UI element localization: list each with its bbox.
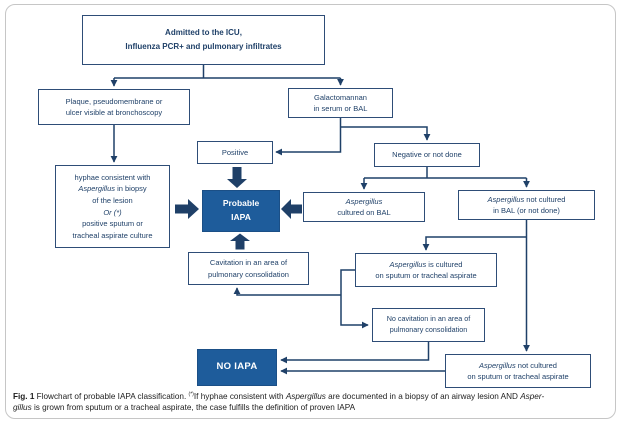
node-text-line: of the lesion bbox=[92, 195, 133, 205]
figure-frame bbox=[5, 4, 616, 419]
node-text-italic: Aspergillus bbox=[78, 184, 115, 194]
node-text-italic: Aspergillus bbox=[389, 259, 427, 269]
node-text-rest: is cultured bbox=[426, 259, 463, 269]
figure-caption: Fig. 1 Flowchart of probable IAPA classi… bbox=[13, 391, 613, 414]
node-no-cavitation: No cavitation in an area of pulmonary co… bbox=[372, 308, 485, 342]
node-text-line: pulmonary consolidation bbox=[389, 325, 468, 334]
caption-italic: Asper- bbox=[520, 392, 545, 401]
node-aspergillus-cultured-sputum: Aspergillus is cultured on sputum or tra… bbox=[355, 253, 497, 287]
node-admitted-icu: Admitted to the ICU, Influenza PCR+ and … bbox=[82, 15, 325, 65]
node-aspergillus-not-cultured-bal: Aspergillus not cultured in BAL (or not … bbox=[458, 190, 595, 220]
node-hyphae-biopsy: hyphae consistent with Aspergillus in bi… bbox=[55, 165, 170, 248]
node-text-line: IAPA bbox=[231, 212, 251, 222]
node-text-line: Galactomannan bbox=[314, 92, 367, 102]
node-text-line: Cavitation in an area of bbox=[209, 258, 288, 268]
node-no-iapa: NO IAPA bbox=[197, 349, 277, 386]
node-probable-iapa: Probable IAPA bbox=[202, 190, 280, 232]
node-text-line: Aspergillus not cultured bbox=[479, 360, 557, 371]
node-text-line: ulcer visible at bronchoscopy bbox=[65, 108, 163, 117]
node-aspergillus-cultured-bal: Aspergillus cultured on BAL bbox=[303, 192, 425, 222]
node-text-line: Or (*) bbox=[103, 207, 121, 219]
caption-text: are documented in a biopsy of an airway … bbox=[325, 392, 521, 401]
node-aspergillus-not-cultured-sputum: Aspergillus not cultured on sputum or tr… bbox=[445, 354, 591, 388]
node-text-line: tracheal aspirate culture bbox=[72, 230, 153, 240]
node-text-line: Plaque, pseudomembrane or bbox=[65, 96, 163, 106]
caption-text: If hyphae consistent with bbox=[193, 392, 286, 401]
node-text-line: Aspergillus is cultured bbox=[390, 259, 463, 270]
node-text-line: No cavitation in an area of bbox=[386, 314, 471, 324]
node-text-line: positive sputum or bbox=[82, 219, 143, 229]
node-text-rest: not cultured bbox=[524, 194, 566, 204]
node-text-line: on sputum or tracheal aspirate bbox=[375, 271, 477, 280]
node-text-line: Aspergillus in biopsy bbox=[78, 183, 146, 195]
node-cavitation: Cavitation in an area of pulmonary conso… bbox=[188, 252, 309, 285]
node-text-line: Aspergillus not cultured bbox=[488, 194, 566, 205]
node-galactomannan: Galactomannan in serum or BAL bbox=[288, 88, 393, 118]
node-negative-or-not-done: Negative or not done bbox=[374, 143, 480, 167]
node-text-line: on sputum or tracheal aspirate bbox=[467, 372, 569, 381]
caption-text: Flowchart of probable IAPA classificatio… bbox=[34, 392, 189, 401]
caption-italic: Aspergillus bbox=[285, 392, 326, 401]
caption-figure-label: Fig. 1 bbox=[13, 392, 35, 401]
node-text-line: Negative or not done bbox=[392, 150, 462, 160]
node-text-line: Positive bbox=[221, 147, 249, 157]
node-text-rest: not cultured bbox=[515, 360, 557, 370]
node-text-italic: Aspergillus bbox=[487, 194, 525, 204]
node-text-italic: Aspergillus bbox=[345, 196, 383, 206]
caption-superscript: (*) bbox=[188, 391, 194, 398]
node-text-line: Aspergillus bbox=[346, 196, 383, 207]
node-text-line: hyphae consistent with bbox=[74, 172, 151, 182]
node-text-italic: Aspergillus bbox=[479, 360, 516, 370]
node-text-line: Influenza PCR+ and pulmonary infiltrates bbox=[125, 42, 282, 51]
node-text-line: Admitted to the ICU, bbox=[165, 28, 242, 38]
node-positive: Positive bbox=[197, 141, 273, 164]
node-text-rest: in biopsy bbox=[115, 184, 147, 194]
node-text-line: cultured on BAL bbox=[337, 208, 391, 217]
node-text-line: in serum or BAL bbox=[313, 104, 368, 113]
node-text-line: pulmonary consolidation bbox=[208, 269, 289, 279]
node-text-line: in BAL (or not done) bbox=[493, 206, 560, 215]
caption-italic: gillus bbox=[13, 403, 32, 413]
node-plaque-bronchoscopy: Plaque, pseudomembrane or ulcer visible … bbox=[38, 89, 190, 125]
node-text-line: Probable bbox=[222, 198, 260, 209]
caption-text: is grown from sputum or a tracheal aspir… bbox=[31, 403, 356, 413]
node-text-line: NO IAPA bbox=[216, 361, 258, 373]
node-text-italic: Or (*) bbox=[103, 207, 122, 217]
